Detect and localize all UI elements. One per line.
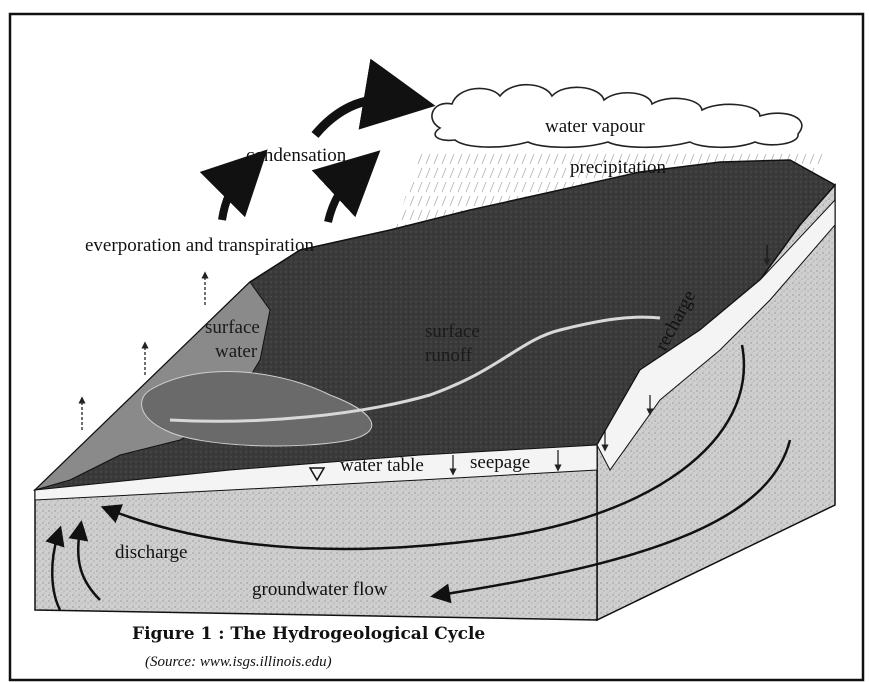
surface-water-label-line1: surface (205, 318, 260, 337)
evaporation-arrow-right (328, 172, 357, 222)
water-vapour-label: water vapour (545, 117, 645, 136)
precipitation-label: precipitation (570, 158, 666, 177)
seepage-label: seepage (470, 453, 530, 472)
evaporation-label: everporation and transpiration (85, 236, 314, 255)
figure-caption: Figure 1 : The Hydrogeological Cycle (132, 624, 485, 644)
condensation-label: condensation (246, 146, 346, 165)
discharge-label: discharge (115, 543, 187, 562)
figure-source: (Source: www.isgs.illinois.edu) (145, 654, 332, 671)
water-table-label: water table (340, 456, 424, 475)
groundwater-flow-label: groundwater flow (252, 580, 388, 599)
condensation-arrow-top (315, 99, 400, 135)
surface-runoff-label-line1: surface (425, 322, 480, 341)
surface-runoff-label-line2: runoff (425, 346, 472, 365)
evaporation-arrow-left (222, 172, 245, 220)
surface-water-label-line2: water (215, 342, 257, 361)
